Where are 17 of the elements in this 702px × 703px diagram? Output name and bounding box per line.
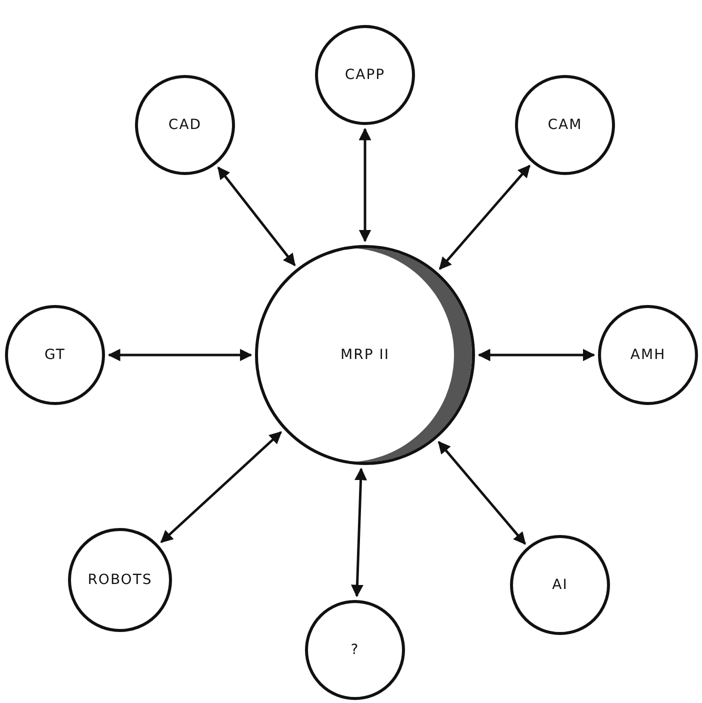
- node-label: ROBOTS: [88, 572, 152, 588]
- node-label: GT: [44, 347, 66, 363]
- double-arrow: [160, 431, 282, 544]
- double-arrow: [438, 441, 526, 545]
- double-arrow: [217, 166, 296, 266]
- node-label: CAD: [168, 117, 202, 133]
- node-label: AMH: [630, 347, 666, 363]
- double-arrow: [350, 468, 367, 598]
- double-arrow: [438, 164, 530, 270]
- node-label: AI: [552, 577, 568, 593]
- double-arrow: [478, 348, 596, 362]
- double-arrow: [108, 348, 252, 362]
- node-label: CAPP: [344, 67, 386, 83]
- node-label: MRP II: [340, 347, 390, 363]
- double-arrow: [358, 128, 372, 242]
- node-label: ?: [350, 642, 360, 658]
- node-label: CAM: [548, 117, 582, 133]
